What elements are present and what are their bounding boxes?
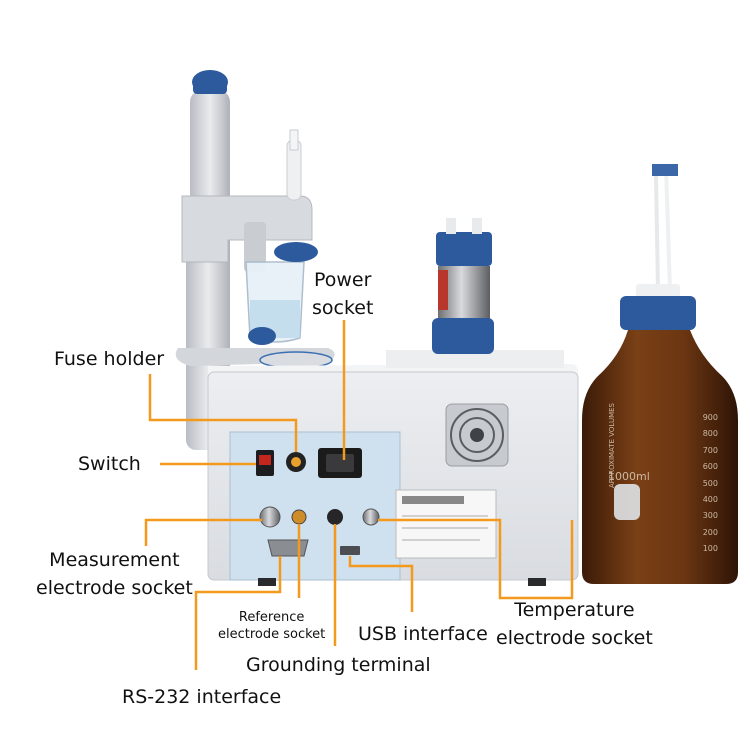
leader-fuse-holder <box>148 374 298 452</box>
main-housing <box>207 364 579 586</box>
titration-stand <box>175 70 335 450</box>
leader-rs232 <box>194 556 282 670</box>
pump-platform <box>386 350 564 368</box>
stand-cap-band <box>193 78 227 94</box>
bottle-scale-mark: 500 <box>702 478 718 488</box>
housing-foot-right <box>528 578 546 586</box>
label-temperature-electrode: Temperature electrode socket <box>496 596 653 652</box>
switch-rocker <box>259 455 271 465</box>
bottle-tube-1 <box>654 175 660 291</box>
beaker-stopper <box>248 327 276 345</box>
electrode-holder <box>244 222 266 272</box>
bottle-scale-mark: 800 <box>702 429 718 439</box>
burette-pump <box>386 218 564 368</box>
label-rs232-interface: RS-232 interface <box>122 686 282 708</box>
bottle-body <box>582 330 738 584</box>
fan-grille <box>450 408 504 462</box>
bottle-volume-text: 1000ml <box>608 470 650 483</box>
label-reference-line1: Reference <box>238 610 305 625</box>
pump-top-block <box>436 232 492 266</box>
pump-valve-left <box>446 218 456 234</box>
label-power-socket: Power socket <box>312 266 373 322</box>
leader-lines <box>144 320 574 670</box>
reference-socket <box>291 509 307 525</box>
rs232-port <box>267 539 309 557</box>
label-power-socket-line2: socket <box>312 297 374 319</box>
bottle-label-patch <box>614 484 640 520</box>
beaker-cap-ring <box>274 242 318 262</box>
bottle-cap-insert <box>636 284 680 298</box>
label-fuse-holder: Fuse holder <box>54 348 165 370</box>
label-measurement-line2: electrode socket <box>36 577 193 599</box>
bottle-scale-mark: 600 <box>702 462 718 472</box>
label-power-socket-line1: Power <box>313 269 372 291</box>
bottle-scale-mark: 700 <box>702 445 718 455</box>
holder-tube-top <box>289 129 299 151</box>
label-measurement-line1: Measurement <box>49 549 180 571</box>
pump-base <box>432 318 494 354</box>
temperature-socket <box>362 508 380 526</box>
power-socket-pins <box>326 454 354 472</box>
label-reference-line2: electrode socket <box>218 627 326 642</box>
pump-valve-right <box>472 218 482 234</box>
label-switch: Switch <box>78 453 141 475</box>
label-measurement-electrode: Measurement electrode socket <box>36 546 193 602</box>
bottle-tube-tip <box>652 164 678 176</box>
bottle-tube-2 <box>664 167 672 291</box>
reagent-bottle <box>582 164 738 584</box>
label-temperature-line1: Temperature <box>514 599 635 621</box>
label-reference-electrode: Reference electrode socket <box>218 609 325 643</box>
leader-usb <box>348 556 414 612</box>
bottle-scale: 900 800 700 600 500 400 300 200 100 <box>688 410 718 558</box>
bottle-scale-mark: 200 <box>702 527 718 537</box>
label-grounding-terminal: Grounding terminal <box>246 654 431 676</box>
rear-panel <box>229 431 401 581</box>
usb-port <box>340 546 360 555</box>
fan-grille-inner <box>459 417 495 453</box>
bottle-scale-mark: 300 <box>702 511 718 521</box>
leader-measurement <box>144 518 262 546</box>
housing-foot-left <box>258 578 276 586</box>
leader-temperature <box>378 518 574 600</box>
label-usb-interface: USB interface <box>358 623 488 645</box>
fuse-holder-ring <box>291 457 301 467</box>
bottle-cap <box>620 296 696 330</box>
bottle-side-text: APPROXIMATE VOLUMES <box>608 403 616 488</box>
fan-hub <box>470 428 484 442</box>
measurement-socket <box>259 506 281 528</box>
bottle-scale-mark: 900 <box>702 413 718 422</box>
bottle-scale-mark: 400 <box>702 495 718 505</box>
label-temperature-line2: electrode socket <box>496 627 653 649</box>
nameplate-barcode <box>402 496 464 504</box>
bottle-scale-mark: 100 <box>702 544 718 554</box>
grounding-terminal-post <box>327 509 343 525</box>
pump-red-window <box>438 270 448 310</box>
